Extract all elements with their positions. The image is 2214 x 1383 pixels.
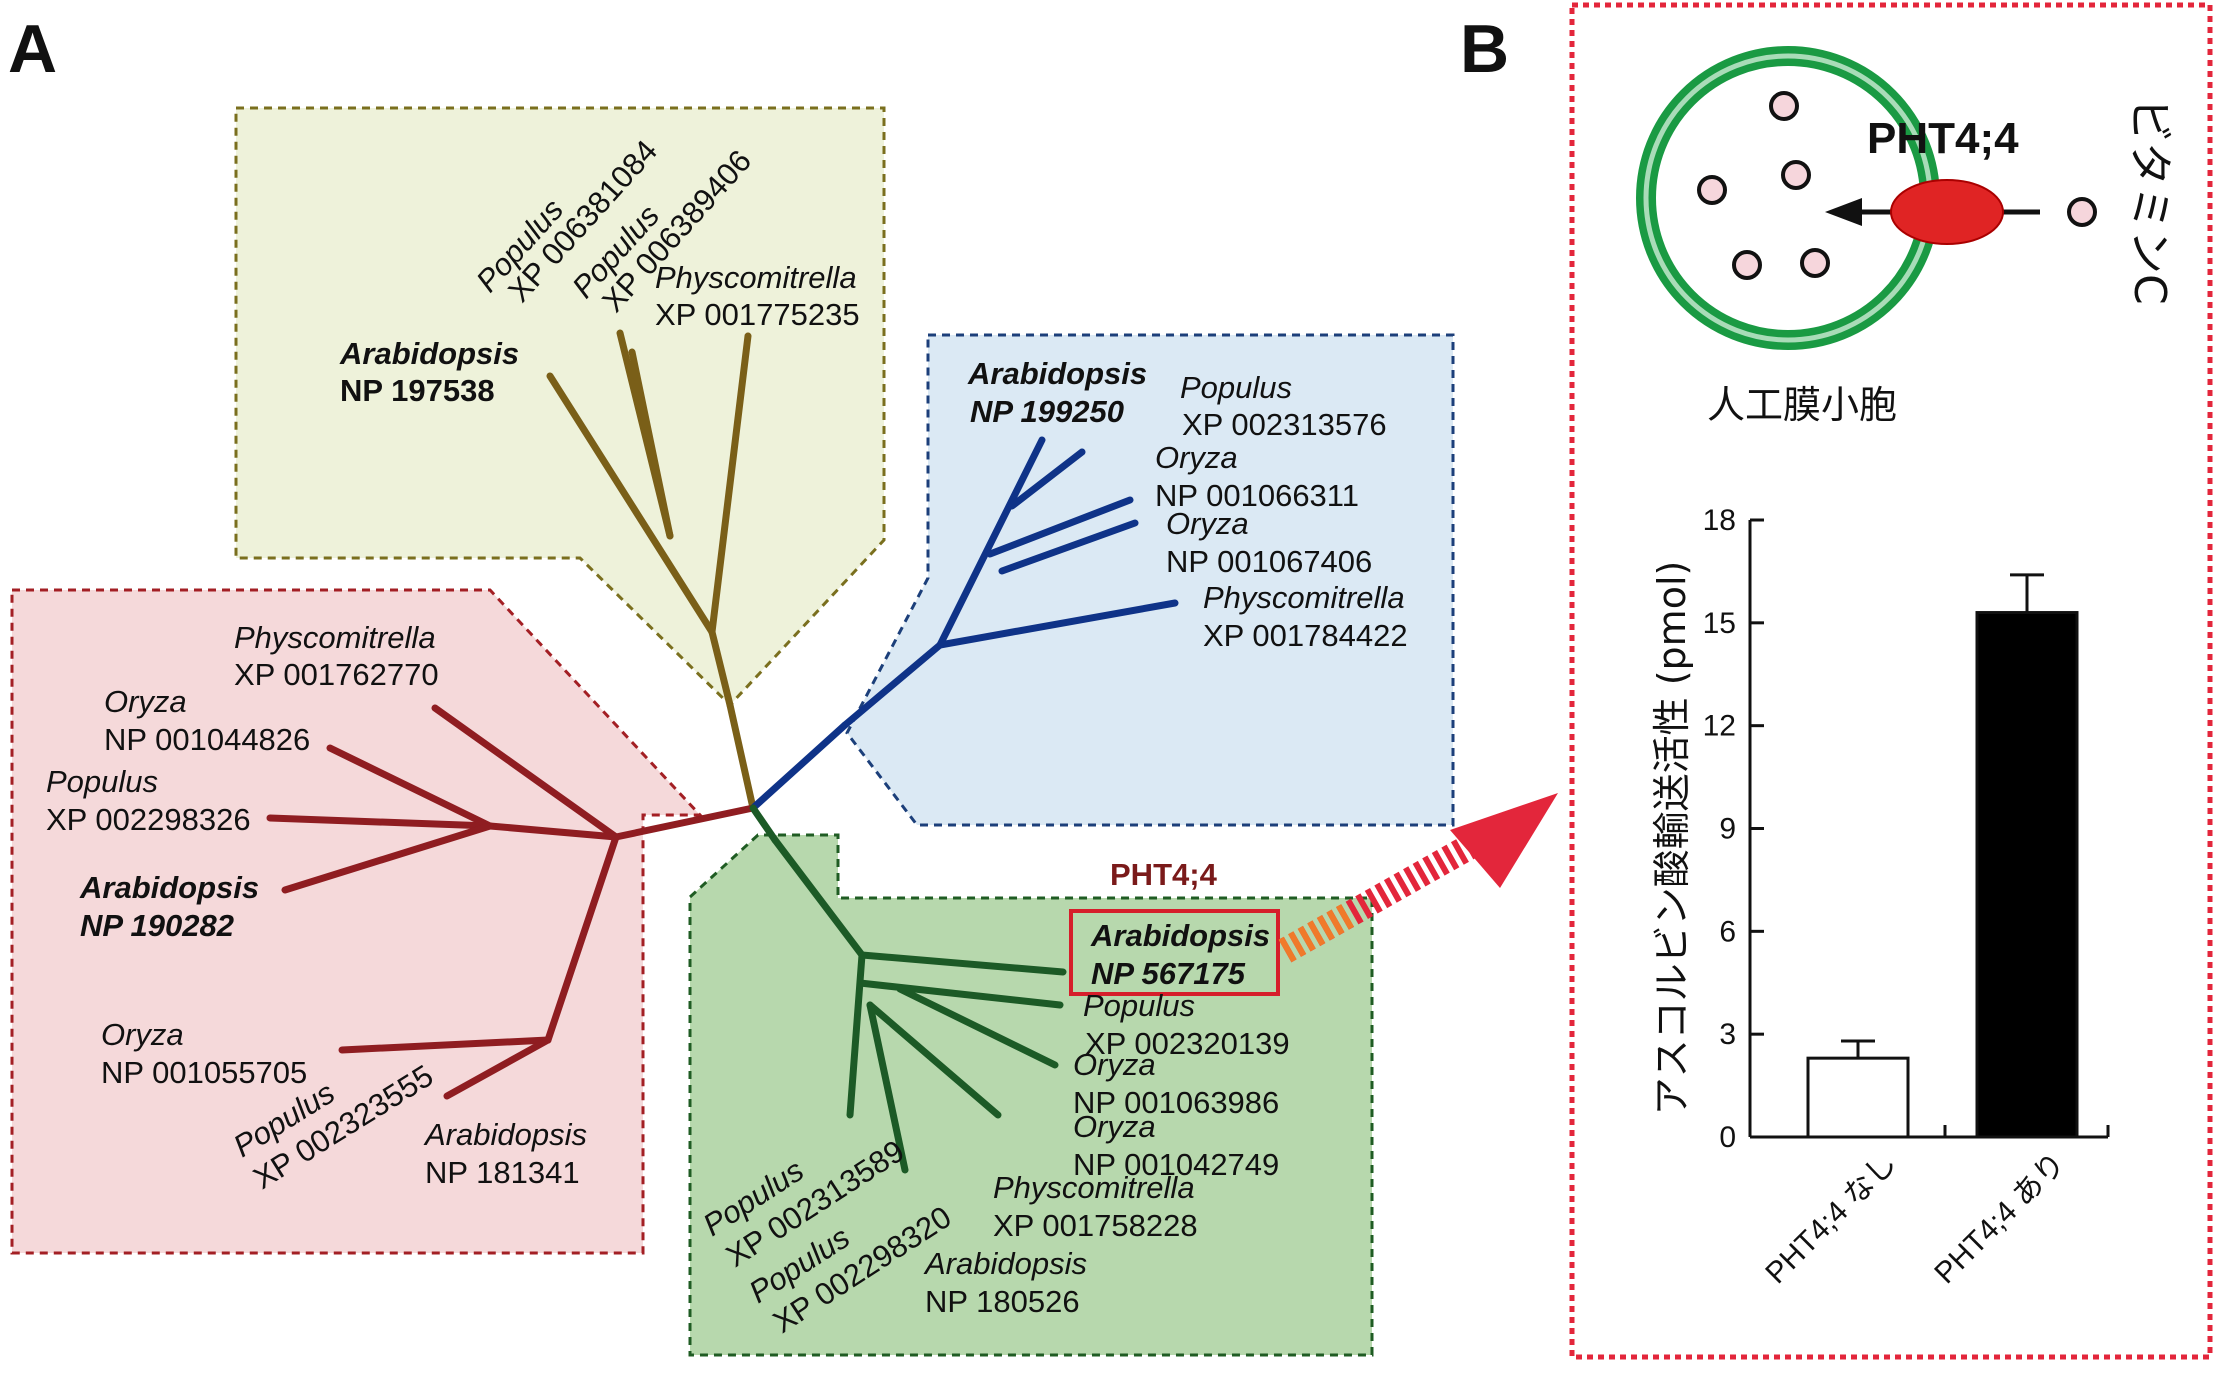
label-olive-arabidopsis-genus: Arabidopsis bbox=[339, 336, 519, 371]
label-olive-arabidopsis-accession: NP 197538 bbox=[340, 373, 495, 408]
bar bbox=[1975, 611, 2079, 1139]
label-green-arabidopsis-2-genus: Arabidopsis bbox=[923, 1246, 1087, 1281]
y-tick-label: 3 bbox=[1719, 1018, 1736, 1051]
label-red-physcomitrella-genus: Physcomitrella bbox=[234, 620, 436, 655]
label-red-physcomitrella-accession: XP 001762770 bbox=[234, 657, 439, 692]
label-green-physcomitrella-genus: Physcomitrella bbox=[993, 1170, 1195, 1205]
label-red-arabidopsis-1-accession: NP 190282 bbox=[80, 908, 234, 943]
label-green-arabidopsis-1-genus: Arabidopsis bbox=[1090, 918, 1270, 953]
pht44-highlight-box bbox=[1069, 909, 1280, 996]
clade-blue bbox=[749, 333, 1455, 827]
label-blue-populus-accession: XP 002313576 bbox=[1182, 407, 1387, 442]
label-blue-physcomitrella-accession: XP 001784422 bbox=[1203, 618, 1408, 653]
clade-blue-branches bbox=[749, 436, 1179, 812]
chart-y-ticks: 0 3 6 9 12 15 18 bbox=[1703, 504, 1764, 1154]
label-blue-arabidopsis-genus: Arabidopsis bbox=[967, 356, 1147, 391]
panel-b-border bbox=[1569, 2, 2213, 1360]
label-red-populus-1-accession: XP 002298326 bbox=[46, 802, 251, 837]
y-tick-label: 0 bbox=[1719, 1121, 1736, 1154]
label-red-populus-1-genus: Populus bbox=[46, 764, 158, 799]
vesicle-schematic: PHT4;4 ビタミンC 人工膜小胞 bbox=[1636, 46, 2175, 427]
schematic-vesicle-label: 人工膜小胞 bbox=[1707, 383, 1897, 427]
transport-arrow-head bbox=[1825, 198, 1862, 226]
clade-olive-branches bbox=[546, 329, 757, 812]
label-red-arabidopsis-1-genus: Arabidopsis bbox=[79, 870, 259, 905]
x-tick-label: PHT4;4 なし bbox=[1759, 1147, 1903, 1291]
x-tick-label: PHT4;4 あり bbox=[1928, 1147, 2072, 1291]
label-green-populus-1-genus: Populus bbox=[1083, 988, 1195, 1023]
label-blue-populus-genus: Populus bbox=[1180, 370, 1292, 405]
label-green-arabidopsis-2-accession: NP 180526 bbox=[925, 1284, 1080, 1319]
label-blue-oryza-1-genus: Oryza bbox=[1155, 440, 1238, 475]
clade-olive bbox=[234, 106, 886, 812]
y-tick-label: 12 bbox=[1703, 710, 1736, 743]
label-red-arabidopsis-2-genus: Arabidopsis bbox=[423, 1117, 587, 1152]
arrow-head bbox=[1450, 793, 1558, 888]
label-red-oryza-1-genus: Oryza bbox=[104, 684, 187, 719]
label-green-physcomitrella-accession: XP 001758228 bbox=[993, 1208, 1198, 1243]
panel-label-b: B bbox=[1460, 11, 1509, 87]
label-red-arabidopsis-2-accession: NP 181341 bbox=[425, 1155, 580, 1190]
label-green-oryza-1-accession: NP 001063986 bbox=[1073, 1085, 1279, 1120]
tree-labels-blue: Arabidopsis NP 199250 Populus XP 0023135… bbox=[967, 356, 1408, 653]
connector-arrow bbox=[1278, 793, 1558, 963]
chart-bars bbox=[1806, 573, 2079, 1139]
tree-labels-red: Physcomitrella XP 001762770 Oryza NP 001… bbox=[46, 620, 587, 1196]
label-green-oryza-2-accession: NP 001042749 bbox=[1073, 1147, 1279, 1182]
label-red-oryza-2-accession: NP 001055705 bbox=[101, 1055, 307, 1090]
label-green-arabidopsis-1-accession: NP 567175 bbox=[1091, 956, 1246, 991]
label-blue-oryza-1-accession: NP 001066311 bbox=[1155, 478, 1359, 513]
clade-green bbox=[688, 804, 1374, 1357]
label-blue-physcomitrella-genus: Physcomitrella bbox=[1203, 580, 1405, 615]
schematic-protein-label: PHT4;4 bbox=[1867, 114, 2019, 163]
y-tick-label: 9 bbox=[1719, 813, 1736, 846]
clade-red-box bbox=[10, 588, 704, 1255]
label-olive-physcomitrella-genus: Physcomitrella bbox=[655, 260, 857, 295]
bar bbox=[1806, 1056, 1910, 1139]
label-green-populus-1-accession: XP 002320139 bbox=[1085, 1026, 1290, 1061]
clade-red bbox=[10, 588, 757, 1255]
pht44-label: PHT4;4 bbox=[1110, 857, 1218, 892]
label-blue-arabidopsis-accession: NP 199250 bbox=[970, 394, 1124, 429]
y-tick-label: 6 bbox=[1719, 915, 1736, 948]
label-red-oryza-1-accession: NP 001044826 bbox=[104, 722, 310, 757]
clade-green-branches bbox=[749, 804, 1067, 1174]
label-blue-oryza-2-accession: NP 001067406 bbox=[1166, 544, 1372, 579]
schematic-substrate-label: ビタミンC bbox=[2124, 98, 2175, 305]
label-red-oryza-2-genus: Oryza bbox=[101, 1017, 184, 1052]
label-olive-physcomitrella-accession: XP 001775235 bbox=[655, 297, 860, 332]
y-tick-label: 18 bbox=[1703, 504, 1736, 537]
tree-labels-olive: Populus XP 006381084 Populus XP 00638940… bbox=[339, 133, 860, 408]
clade-red-branches bbox=[266, 704, 757, 1100]
chart-y-axis-label: アスコルビン酸輸送活性 (pmol) bbox=[1650, 561, 1694, 1116]
clade-blue-box bbox=[845, 333, 1455, 827]
transporter-protein bbox=[1890, 179, 2004, 245]
y-tick-label: 15 bbox=[1703, 607, 1736, 640]
panel-label-a: A bbox=[8, 11, 57, 87]
label-green-oryza-2-genus: Oryza bbox=[1073, 1109, 1156, 1144]
label-blue-oryza-2-genus: Oryza bbox=[1166, 506, 1249, 541]
vitamin-c-molecules bbox=[1697, 91, 2097, 280]
label-green-oryza-1-genus: Oryza bbox=[1073, 1047, 1156, 1082]
